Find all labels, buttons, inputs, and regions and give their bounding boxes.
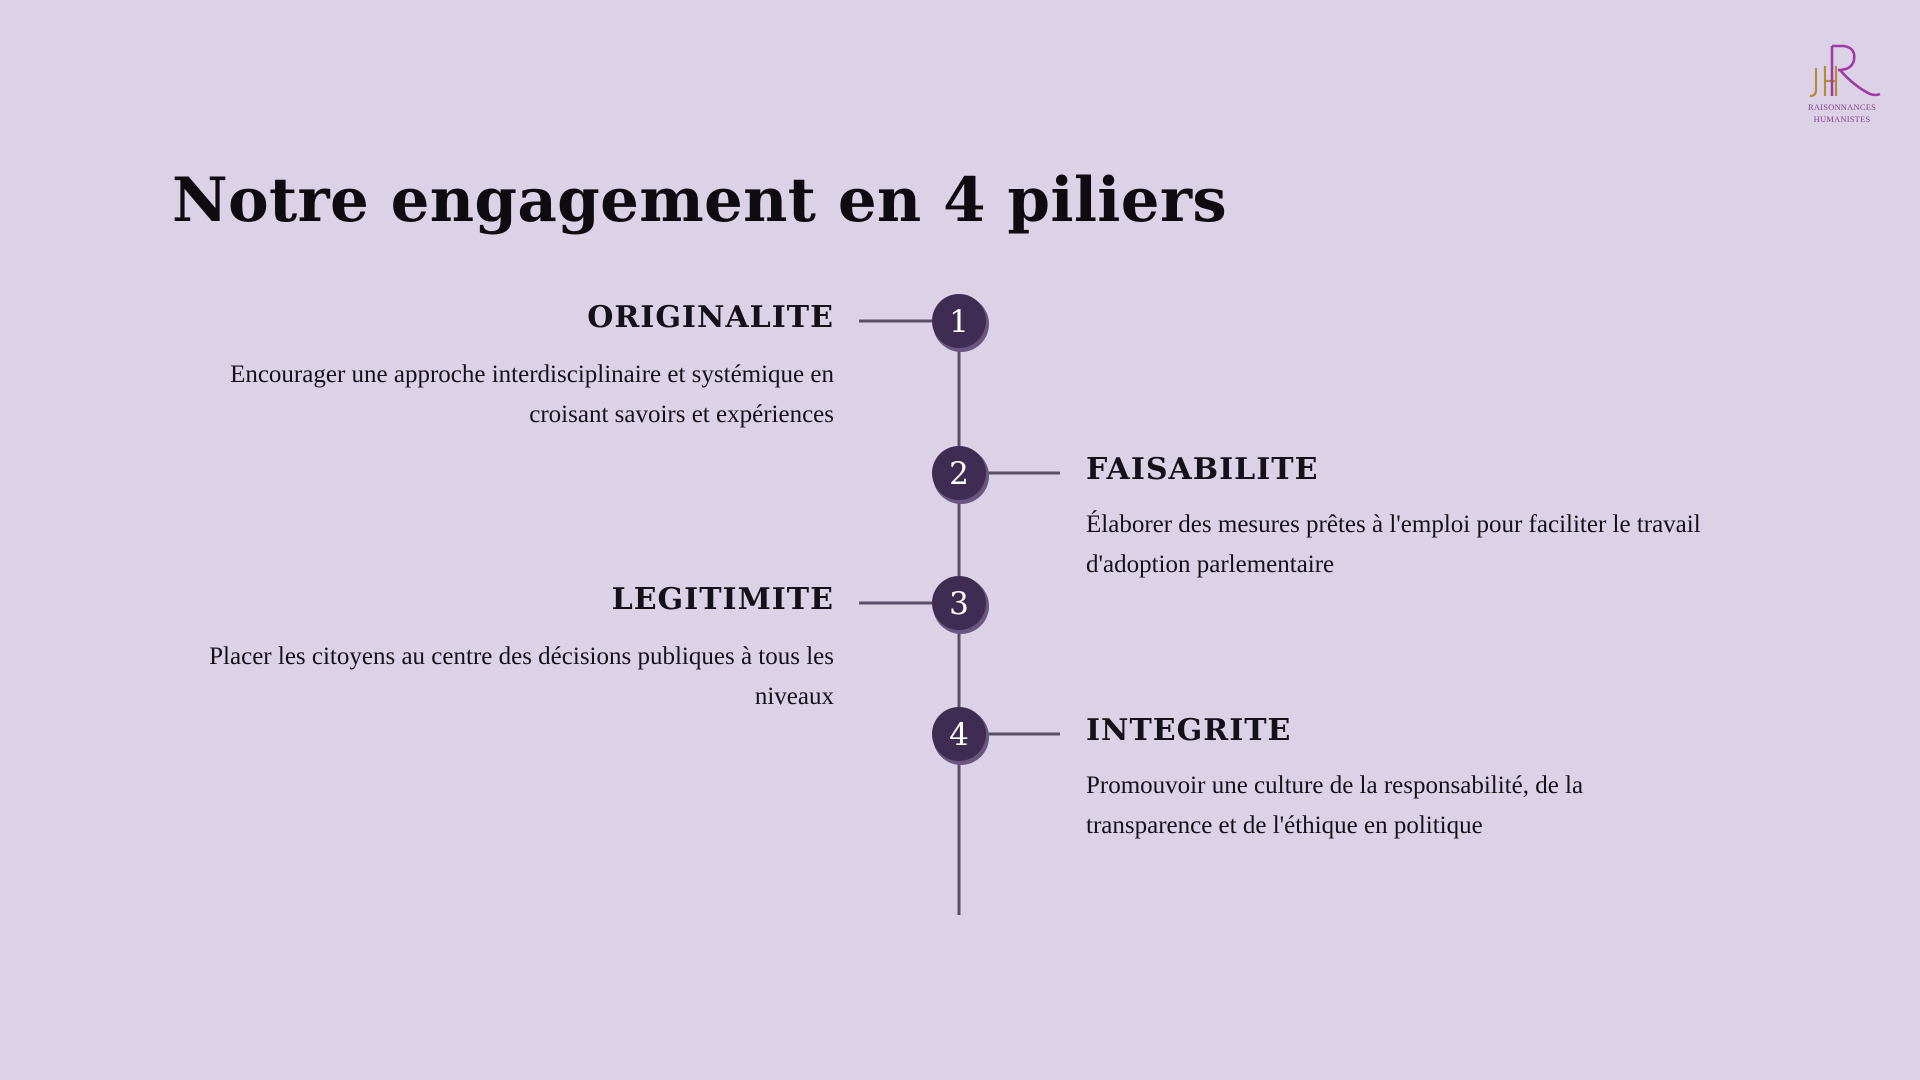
pillar-1-heading: ORIGINALITE: [587, 300, 834, 335]
pillar-4-text: Promouvoir une culture de la responsabil…: [1086, 772, 1584, 839]
timeline-node-4: 4: [932, 707, 989, 765]
pillar-2-text: Élaborer des mesures prêtes à l'emploi p…: [1086, 511, 1701, 578]
node-number-3: 3: [949, 586, 969, 622]
page-title: Notre engagement en 4 piliers: [172, 165, 1227, 236]
pillar-4-heading: INTEGRITE: [1086, 713, 1292, 748]
brand-logo: RAISONNANCES HUMANISTES: [1792, 38, 1892, 130]
pillar-3-text: Placer les citoyens au centre des décisi…: [209, 643, 834, 710]
logo-line-2: HUMANISTES: [1813, 114, 1871, 124]
node-number-1: 1: [949, 304, 969, 340]
logo-monogram-icon: [1809, 44, 1881, 98]
pillar-3-heading: LEGITIMITE: [611, 582, 834, 617]
pillar-1-text: Encourager une approche interdisciplinai…: [230, 361, 834, 428]
pillar-2-heading: FAISABILITE: [1086, 452, 1319, 487]
timeline-node-1: 1: [932, 294, 989, 352]
timeline-node-2: 2: [932, 446, 989, 504]
node-number-4: 4: [949, 717, 969, 753]
node-number-2: 2: [949, 456, 969, 492]
logo-line-1: RAISONNANCES: [1807, 102, 1877, 112]
timeline-node-3: 3: [932, 576, 989, 634]
